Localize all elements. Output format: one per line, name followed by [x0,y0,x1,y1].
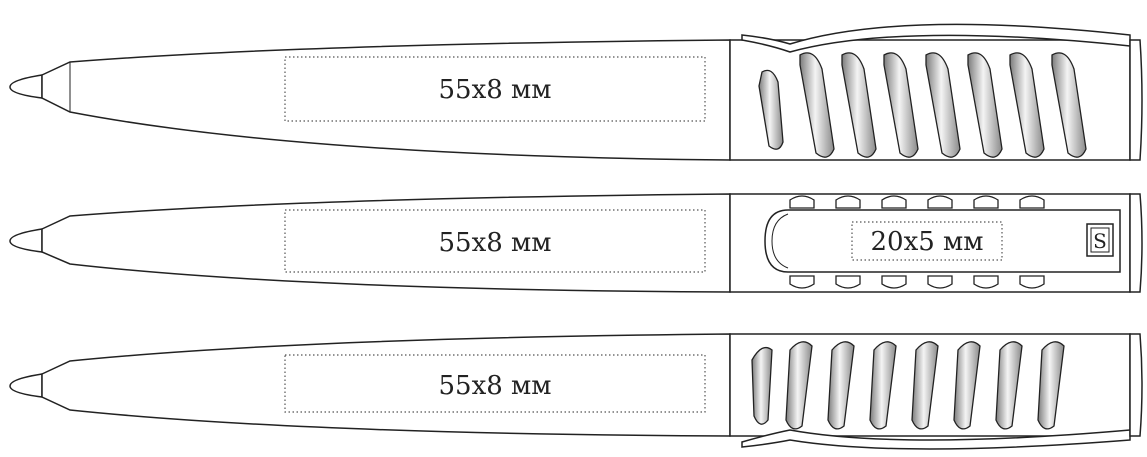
print-area-label: 55x8 мм [438,75,551,105]
clip-print-area-box [851,221,1003,261]
pen-barrel [41,193,731,293]
clip-logo: S [1093,229,1107,253]
clip-inner-line [771,213,789,269]
end-cap [1129,333,1143,437]
pen-barrel [41,39,731,161]
spiral-coils [789,195,1045,289]
pen-barrel [41,333,731,437]
print-area-box [284,354,706,413]
spiral-coils [751,341,1065,430]
pen-bottom-view: 55x8 мм [9,333,1143,450]
print-area-box [284,209,706,273]
pen-tip [9,373,43,398]
pen-tip [9,74,43,99]
end-cap [1129,39,1143,161]
pen-clip [741,429,1131,450]
pen-top-view: 55x8 мм 20x5 мм S [9,193,1143,293]
print-area-label: 55x8 мм [438,371,551,401]
print-area-label: 55x8 мм [438,228,551,258]
end-cap [1129,193,1143,293]
spiral-coils [758,52,1087,158]
clip-print-area-label: 20x5 мм [870,227,983,257]
pen-tip [9,228,43,253]
print-area-box [284,56,706,122]
pen-side-view: 55x8 мм [9,23,1143,161]
pen-clip [764,209,1121,273]
